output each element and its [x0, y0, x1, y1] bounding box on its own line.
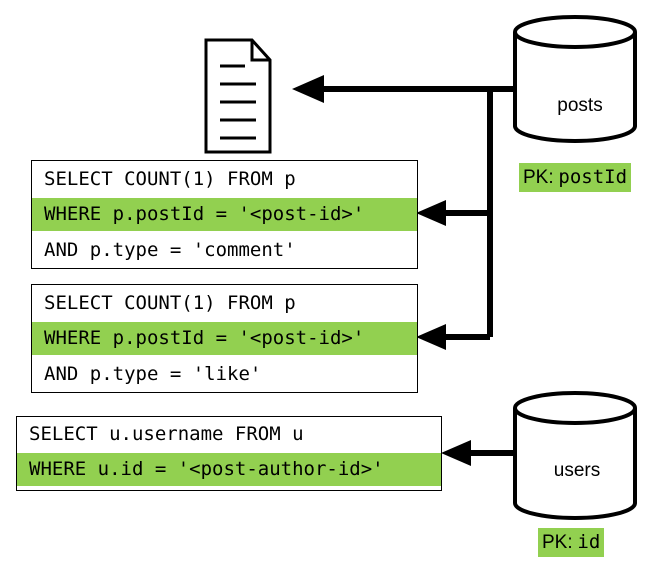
arrow-to-query-1 — [416, 200, 446, 226]
query-line: SELECT u.username FROM u — [29, 423, 304, 445]
arrow-to-document — [292, 75, 324, 103]
query-line-highlighted: WHERE p.postId = '<post-id>' — [32, 322, 417, 355]
query-box-likes: SELECT COUNT(1) FROM p WHERE p.postId = … — [31, 284, 418, 393]
posts-container-name: posts — [557, 95, 602, 116]
query-line: AND p.type = 'comment' — [44, 239, 296, 261]
arrow-to-query-3 — [441, 440, 471, 466]
query-line: SELECT COUNT(1) FROM p — [44, 292, 296, 314]
posts-partition-key: PK: postId — [519, 163, 632, 192]
users-pk-label: PK: — [542, 532, 573, 553]
posts-pk-field: postId — [558, 166, 628, 188]
users-container-name: users — [554, 460, 600, 481]
users-database-icon: users — [513, 391, 637, 520]
query-line-highlighted: WHERE u.id = '<post-author-id>' — [17, 453, 441, 486]
document-icon — [204, 38, 272, 154]
query-line: AND p.type = 'like' — [44, 363, 262, 385]
query-box-username: SELECT u.username FROM u WHERE u.id = '<… — [16, 416, 442, 491]
posts-connectors — [322, 86, 514, 340]
query-line: SELECT COUNT(1) FROM p — [44, 168, 296, 190]
users-partition-key: PK: id — [538, 528, 605, 557]
arrow-to-query-2 — [416, 324, 446, 350]
posts-database-icon: posts — [513, 15, 637, 143]
query-line-highlighted: WHERE p.postId = '<post-id>' — [32, 198, 417, 231]
query-box-comments: SELECT COUNT(1) FROM p WHERE p.postId = … — [31, 160, 418, 269]
users-pk-field: id — [577, 531, 601, 553]
posts-pk-label: PK: — [523, 167, 554, 188]
